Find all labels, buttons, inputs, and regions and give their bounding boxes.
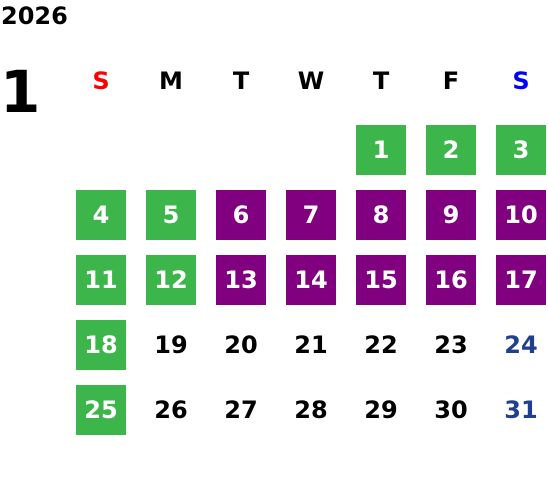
weekday-mon: M — [159, 67, 183, 95]
day-cell-10[interactable]: 10 — [496, 190, 546, 240]
day-cell-21[interactable]: 21 — [294, 331, 328, 359]
day-cell-17[interactable]: 17 — [496, 255, 546, 305]
day-cell-11[interactable]: 11 — [76, 255, 126, 305]
day-cell-13[interactable]: 13 — [216, 255, 266, 305]
day-cell-19[interactable]: 19 — [154, 331, 188, 359]
weekday-thu: T — [372, 67, 390, 95]
day-cell-26[interactable]: 26 — [154, 396, 188, 424]
month-number: 1 — [0, 58, 41, 126]
weekday-tue: T — [232, 67, 250, 95]
day-cell-20[interactable]: 20 — [224, 331, 258, 359]
day-cell-23[interactable]: 23 — [434, 331, 468, 359]
day-cell-14[interactable]: 14 — [286, 255, 336, 305]
day-cell-5[interactable]: 5 — [146, 190, 196, 240]
year-label: 2026 — [1, 2, 68, 30]
day-cell-1[interactable]: 1 — [356, 125, 406, 175]
day-cell-15[interactable]: 15 — [356, 255, 406, 305]
day-cell-25[interactable]: 25 — [76, 385, 126, 435]
day-cell-12[interactable]: 12 — [146, 255, 196, 305]
weekday-sat: S — [512, 67, 530, 95]
day-cell-16[interactable]: 16 — [426, 255, 476, 305]
day-cell-4[interactable]: 4 — [76, 190, 126, 240]
day-cell-18[interactable]: 18 — [76, 320, 126, 370]
day-cell-7[interactable]: 7 — [286, 190, 336, 240]
day-cell-22[interactable]: 22 — [364, 331, 398, 359]
weekday-wed: W — [297, 67, 325, 95]
day-cell-30[interactable]: 30 — [434, 396, 468, 424]
day-cell-6[interactable]: 6 — [216, 190, 266, 240]
day-cell-8[interactable]: 8 — [356, 190, 406, 240]
day-cell-3[interactable]: 3 — [496, 125, 546, 175]
day-cell-24[interactable]: 24 — [504, 331, 538, 359]
weekday-fri: F — [442, 67, 460, 95]
day-cell-31[interactable]: 31 — [504, 396, 538, 424]
day-cell-29[interactable]: 29 — [364, 396, 398, 424]
day-cell-9[interactable]: 9 — [426, 190, 476, 240]
day-cell-2[interactable]: 2 — [426, 125, 476, 175]
day-cell-28[interactable]: 28 — [294, 396, 328, 424]
day-cell-27[interactable]: 27 — [224, 396, 258, 424]
weekday-sun: S — [92, 67, 110, 95]
